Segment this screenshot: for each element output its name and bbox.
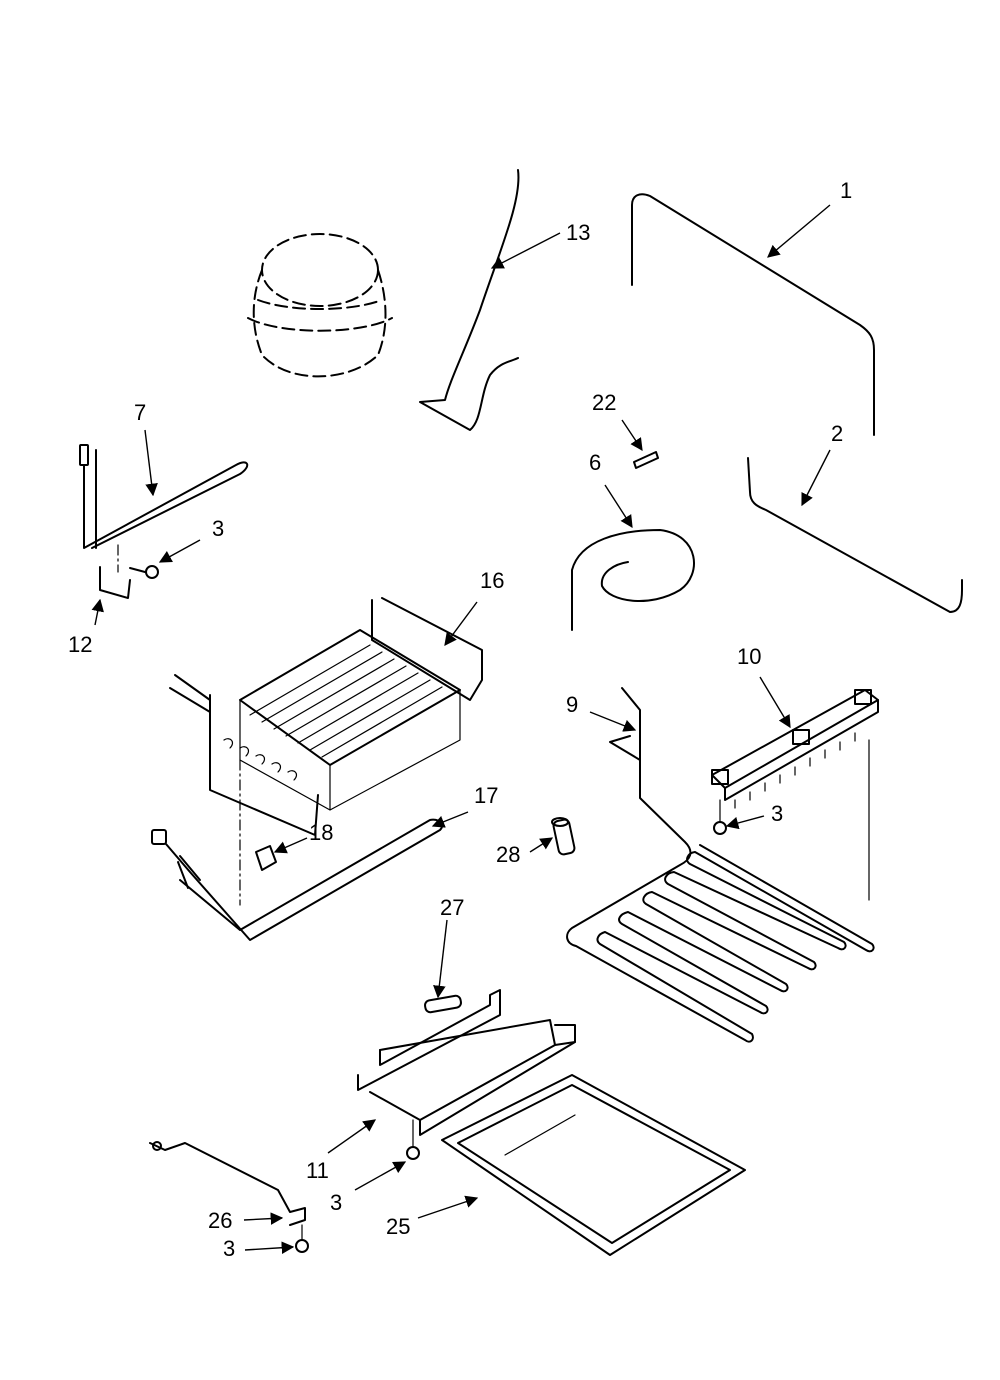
part-13-tube: [419, 169, 520, 431]
part-6-coil: [571, 529, 695, 631]
part-3-screw-c: [406, 1119, 420, 1160]
part-17-heater: [151, 818, 444, 941]
callout-7: 7: [134, 400, 147, 425]
part-7-heater: [79, 444, 249, 549]
callout-13: 13: [566, 220, 591, 245]
part-3-screw-b: [713, 799, 727, 835]
callout-10: 10: [737, 644, 762, 669]
callout-3-d: 3: [223, 1236, 236, 1261]
callout-2: 2: [831, 421, 844, 446]
part-10-bracket: [711, 689, 879, 901]
compressor-outline: [247, 233, 393, 378]
callout-1: 1: [840, 178, 853, 203]
part-18-clip: [255, 845, 277, 871]
callout-11: 11: [306, 1158, 329, 1183]
part-11-bracket: [357, 989, 576, 1136]
part-3-screw-a: [129, 565, 159, 579]
part-25-drain-pan: [441, 1074, 746, 1256]
part-2-tube: [747, 457, 963, 613]
part-28-sleeve: [551, 817, 576, 856]
callout-25: 25: [386, 1214, 411, 1239]
callout-28: 28: [496, 842, 521, 867]
callout-9: 9: [566, 692, 579, 717]
part-12-bracket: [99, 544, 131, 599]
callout-3-a: 3: [212, 516, 225, 541]
leader-lines: [91, 204, 831, 1254]
callout-16: 16: [480, 568, 505, 593]
part-16-evaporator: [169, 597, 483, 906]
callout-17: 17: [474, 783, 499, 808]
callout-22: 22: [592, 390, 617, 415]
part-27-sleeve: [424, 994, 462, 1014]
part-9-heater-grid: [566, 687, 875, 1043]
callout-27: 27: [440, 895, 465, 920]
part-3-screw-d: [295, 1224, 309, 1253]
callout-3-b: 3: [771, 801, 784, 826]
part-22-clip: [633, 451, 659, 469]
callout-12: 12: [68, 632, 93, 657]
callout-3-c: 3: [330, 1190, 343, 1215]
part-26-bracket: [149, 1141, 306, 1226]
callout-18: 18: [309, 820, 334, 845]
callout-26: 26: [208, 1208, 233, 1233]
callout-6: 6: [589, 450, 602, 475]
part-1-tube: [631, 193, 875, 436]
